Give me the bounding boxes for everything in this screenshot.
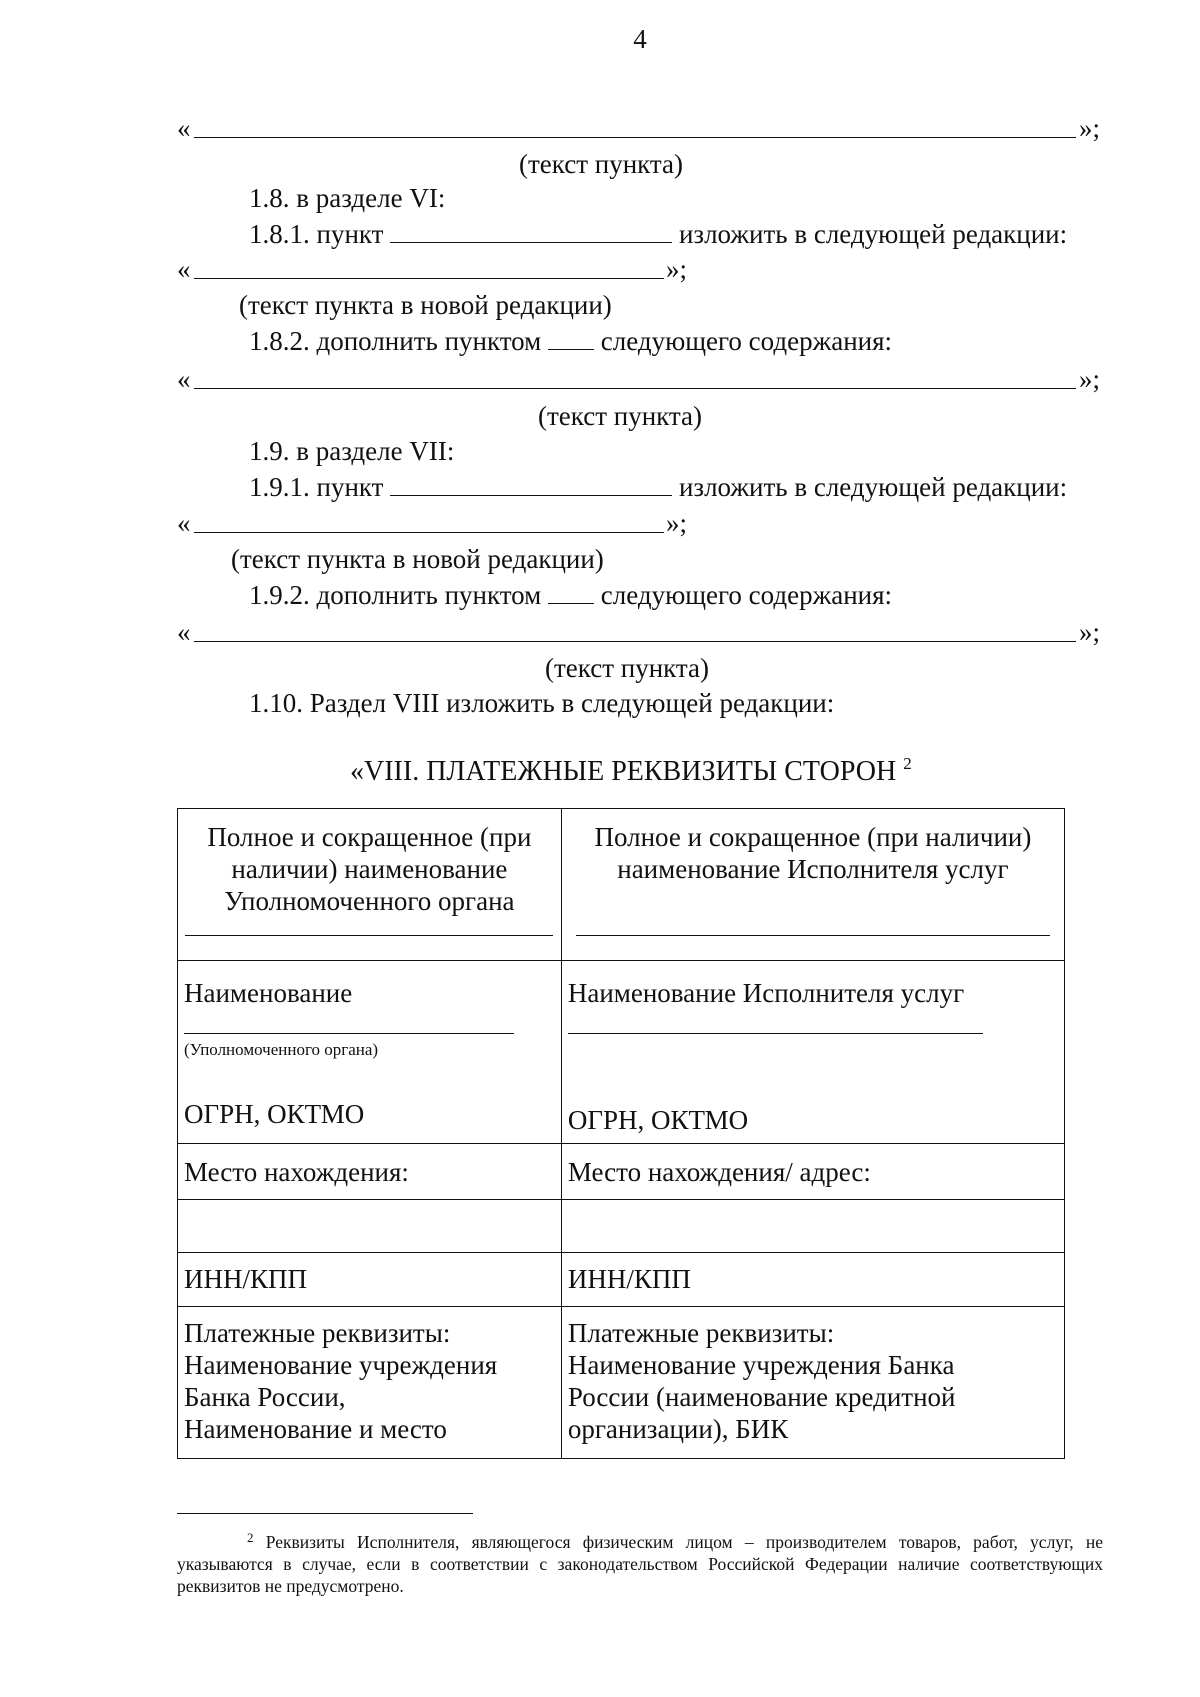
name-left-label: Наименование [184, 978, 353, 1008]
name-left-caption: (Уполномоченного органа) [184, 1040, 379, 1059]
footnote: 2 Реквизиты Исполнителя, являющегося физ… [177, 1527, 1103, 1597]
footnote-mark: 2 [247, 1530, 254, 1545]
payment-left-line-4: Наименование и место [184, 1414, 447, 1444]
name-right-label: Наименование Исполнителя услуг [567, 978, 965, 1008]
inn-left: ИНН/КПП [184, 1264, 308, 1294]
header-right-text: Полное и сокращенное (при наличии) наиме… [594, 822, 1032, 884]
name-cell-authority: Наименование (Уполномоченного органа) ОГ… [177, 960, 562, 1144]
location-left: Место нахождения: [184, 1157, 409, 1187]
blank-line [194, 278, 664, 279]
payment-right-line-2: Наименование учреждения Банка [567, 1350, 955, 1380]
table-row-inn: ИНН/КПП ИНН/КПП [177, 1252, 1066, 1307]
item-1-9-2-suffix: следующего содержания: [600, 580, 893, 610]
item-1-8-1: 1.8.1. пункт изложить в следующей редакц… [249, 218, 1067, 250]
quote-close: »; [1079, 617, 1101, 647]
quote-open: « [177, 617, 191, 647]
location-cell-provider: Место нахождения/ адрес: [560, 1143, 1066, 1200]
footnote-mark: 2 [903, 754, 912, 773]
quote-open: « [177, 254, 191, 284]
footnote-separator [177, 1513, 473, 1514]
caption-item-text-new: (текст пункта в новой редакции) [231, 544, 604, 574]
quote-close: »; [666, 254, 688, 284]
inn-right: ИНН/КПП [567, 1264, 691, 1294]
table-row-payment: Платежные реквизиты: Наименование учрежд… [177, 1306, 1066, 1459]
empty-cell-authority [177, 1199, 562, 1253]
quote-close: »; [1079, 113, 1101, 143]
table-row-header: Полное и сокращенное (при наличии) наиме… [177, 808, 1066, 961]
quote-blank-line-short: « »; [177, 253, 697, 285]
ogrn-left: ОГРН, ОКТМО [184, 1099, 365, 1129]
item-1-8-2: 1.8.2. дополнить пунктом следующего соде… [249, 325, 892, 357]
quote-close: »; [666, 508, 688, 538]
header-cell-provider: Полное и сокращенное (при наличии) наиме… [560, 808, 1066, 961]
section-heading: «VIII. ПЛАТЕЖНЫЕ РЕКВИЗИТЫ СТОРОН 2 [350, 747, 912, 789]
item-1-9-1: 1.9.1. пункт изложить в следующей редакц… [249, 471, 1067, 503]
blank-line [194, 641, 1076, 642]
location-right: Место нахождения/ адрес: [567, 1157, 871, 1187]
signature-line [575, 935, 1050, 936]
item-1-8-1-prefix: 1.8.1. пункт [249, 219, 384, 249]
item-1-8: 1.8. в разделе VI: [249, 183, 446, 213]
header-left-text: Полное и сокращенное (при наличии) наиме… [207, 822, 532, 916]
page-number: 4 [633, 24, 647, 54]
item-1-8-1-suffix: изложить в следующей редакции: [678, 219, 1068, 249]
payment-cell-provider: Платежные реквизиты: Наименование учрежд… [560, 1306, 1066, 1459]
inn-cell-provider: ИНН/КПП [560, 1252, 1066, 1307]
item-1-9-1-prefix: 1.9.1. пункт [249, 472, 384, 502]
payment-right-line-3: России (наименование кредитной [567, 1382, 956, 1412]
signature-line [185, 935, 554, 936]
item-1-8-2-prefix: 1.8.2. дополнить пунктом [249, 326, 542, 356]
empty-cell-provider [560, 1199, 1066, 1253]
caption-item-text: (текст пункта) [538, 401, 703, 431]
footnote-body: 2 Реквизиты Исполнителя, являющегося физ… [177, 1527, 1103, 1597]
payment-right-line-1: Платежные реквизиты: [567, 1318, 835, 1348]
ogrn-right: ОГРН, ОКТМО [567, 1105, 749, 1135]
item-1-10: 1.10. Раздел VIII изложить в следующей р… [249, 688, 835, 718]
payment-left-line-3: Банка России, [184, 1382, 346, 1412]
quote-open: « [177, 508, 191, 538]
name-blank-line [184, 1033, 514, 1034]
blank-line [194, 388, 1076, 389]
table-row-location: Место нахождения: Место нахождения/ адре… [177, 1143, 1066, 1200]
quote-close: »; [1079, 364, 1101, 394]
name-cell-provider: Наименование Исполнителя услуг ОГРН, ОКТ… [560, 960, 1066, 1144]
footnote-text: Реквизиты Исполнителя, являющегося физич… [177, 1532, 1103, 1596]
item-1-9-2-prefix: 1.9.2. дополнить пунктом [249, 580, 542, 610]
item-1-9: 1.9. в разделе VII: [249, 436, 455, 466]
quote-blank-line-short: « »; [177, 507, 697, 539]
item-number-blank [548, 325, 594, 350]
blank-line [194, 137, 1076, 138]
item-number-blank [390, 471, 673, 496]
table-row-name: Наименование (Уполномоченного органа) ОГ… [177, 960, 1066, 1144]
payment-right-line-4: организации), БИК [567, 1414, 789, 1444]
section-heading-text: «VIII. ПЛАТЕЖНЫЕ РЕКВИЗИТЫ СТОРОН [350, 756, 897, 787]
payment-left-line-2: Наименование учреждения [184, 1350, 498, 1380]
name-blank-line [567, 1033, 983, 1034]
payment-cell-authority: Платежные реквизиты: Наименование учрежд… [177, 1306, 562, 1459]
quote-blank-line: « »; [177, 616, 1112, 648]
table-row-empty [177, 1199, 1066, 1253]
payment-left-line-1: Платежные реквизиты: [184, 1318, 451, 1348]
header-cell-authority: Полное и сокращенное (при наличии) наиме… [177, 808, 562, 961]
caption-item-text-new: (текст пункта в новой редакции) [239, 290, 612, 320]
caption-item-text: (текст пункта) [519, 149, 684, 179]
item-1-8-2-suffix: следующего содержания: [600, 326, 893, 356]
item-1-9-1-suffix: изложить в следующей редакции: [678, 472, 1068, 502]
quote-open: « [177, 113, 191, 143]
item-number-blank [390, 218, 673, 243]
quote-blank-line: « »; [177, 363, 1112, 395]
quote-blank-line: « »; [177, 112, 1112, 144]
payment-details-table: Полное и сокращенное (при наличии) наиме… [177, 808, 1066, 1459]
item-number-blank [548, 579, 594, 604]
inn-cell-authority: ИНН/КПП [177, 1252, 562, 1307]
caption-item-text: (текст пункта) [545, 653, 710, 683]
item-1-9-2: 1.9.2. дополнить пунктом следующего соде… [249, 579, 892, 611]
blank-line [194, 532, 664, 533]
location-cell-authority: Место нахождения: [177, 1143, 562, 1200]
quote-open: « [177, 364, 191, 394]
